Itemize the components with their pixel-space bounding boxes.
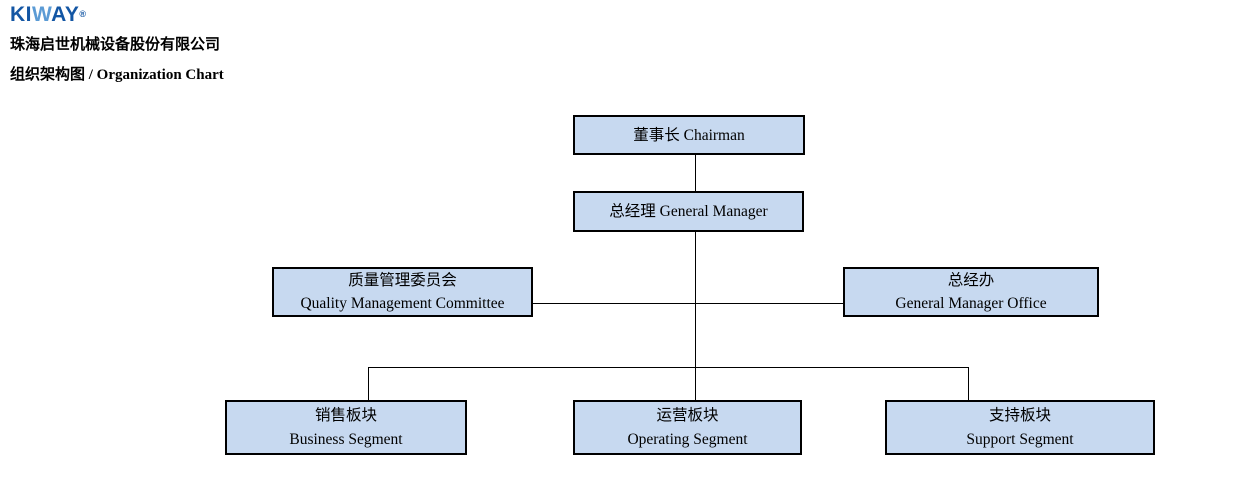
org-node-operating-segment: 运营板块 Operating Segment xyxy=(573,400,802,455)
node-label-en: Quality Management Committee xyxy=(300,295,505,312)
node-label-zh: 支持板块 xyxy=(988,406,1051,424)
logo-text-ki: KI xyxy=(10,3,32,26)
org-node-business-segment: 销售板块 Business Segment xyxy=(225,400,467,455)
node-label-zh: 总经办 xyxy=(947,272,995,289)
node-label-zh: 运营板块 xyxy=(656,406,719,424)
node-label-en: Business Segment xyxy=(289,430,403,448)
logo-text-ay: AY xyxy=(51,3,80,26)
kiway-logo: KIWAY® xyxy=(10,3,87,27)
page-title: 组织架构图 / Organization Chart xyxy=(10,67,224,83)
company-name: 珠海启世机械设备股份有限公司 xyxy=(10,37,221,53)
node-label-en: General Manager Office xyxy=(895,295,1047,312)
node-label: 董事长 Chairman xyxy=(633,126,745,144)
org-node-support-segment: 支持板块 Support Segment xyxy=(885,400,1155,455)
node-label-en: Support Segment xyxy=(966,430,1074,448)
org-node-general-manager: 总经理 General Manager xyxy=(573,191,804,232)
org-node-chairman: 董事长 Chairman xyxy=(573,115,805,155)
node-label-zh: 质量管理委员会 xyxy=(348,272,457,289)
registered-trademark-mark: ® xyxy=(79,9,87,19)
org-node-quality-management-committee: 质量管理委员会 Quality Management Committee xyxy=(272,267,533,317)
org-node-general-manager-office: 总经办 General Manager Office xyxy=(843,267,1099,317)
logo-text-w: W xyxy=(32,3,52,26)
node-label-en: Operating Segment xyxy=(627,430,748,448)
node-label-zh: 销售板块 xyxy=(314,406,377,424)
node-label: 总经理 General Manager xyxy=(609,203,768,220)
